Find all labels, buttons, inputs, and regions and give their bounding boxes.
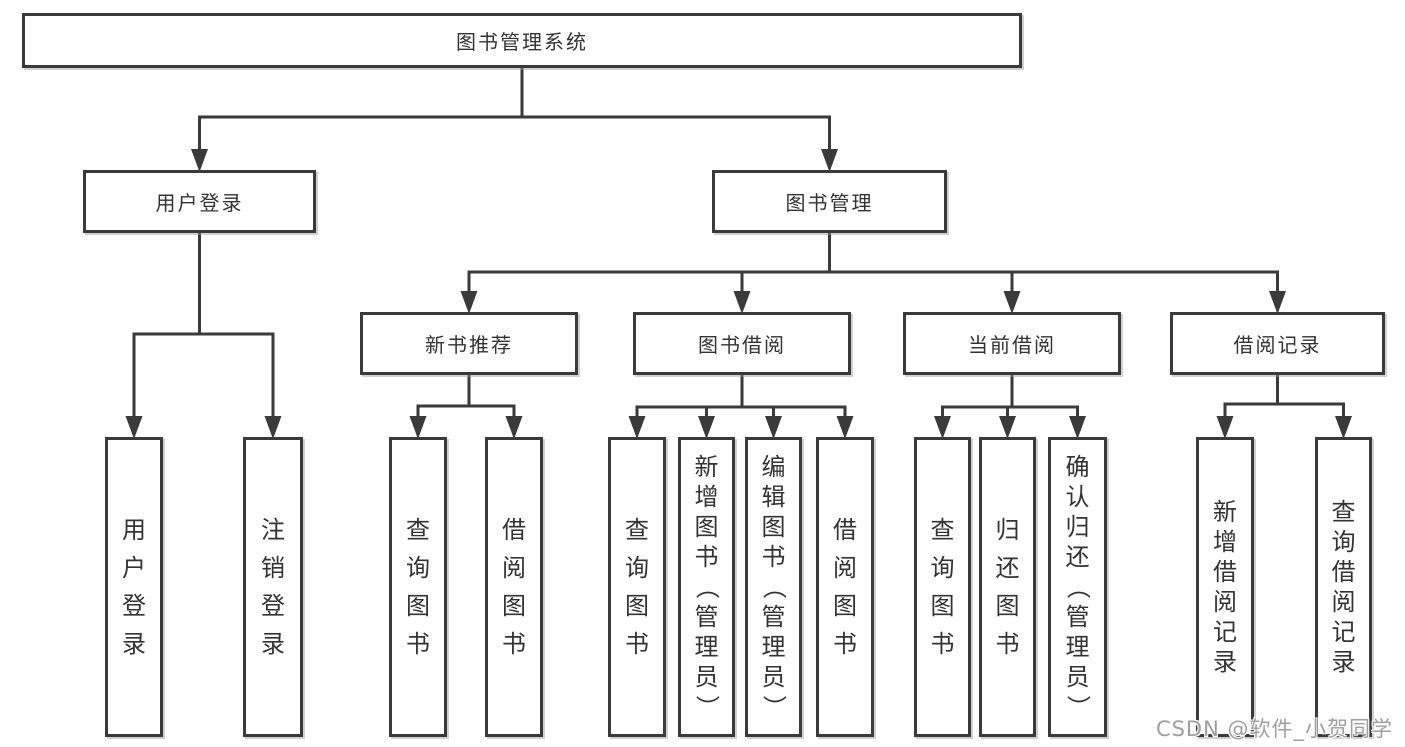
node-book-borrow: 图书借阅 [633,312,851,375]
node-label: 图书管理 [785,191,874,215]
node-label: 查询借阅记录 [1331,498,1356,676]
node-cb-confirm: 确认归还（管理员） [1048,437,1107,737]
node-label: 新增借阅记录 [1213,498,1237,676]
node-label: 用户登录 [155,191,244,215]
node-label: 查询图书 [406,516,430,658]
node-user-login: 用户登录 [83,170,316,233]
node-label: 归还图书 [995,516,1020,658]
node-bb-add: 新增图书（管理员） [678,437,735,737]
node-cb-return: 归还图书 [979,437,1036,737]
node-label: 确认归还（管理员） [1063,453,1092,719]
node-bb-query: 查询图书 [608,437,666,737]
node-current-borrow: 当前借阅 [903,312,1121,375]
node-root: 图书管理系统 [22,13,1022,68]
node-label: 图书借阅 [698,333,786,357]
node-label: 当前借阅 [968,333,1056,357]
node-label: 注销登录 [261,516,285,658]
node-label: 图书管理系统 [456,30,588,54]
node-label: 借阅图书 [502,516,526,658]
node-cb-query: 查询图书 [914,437,971,737]
node-label: 借阅记录 [1233,333,1322,357]
node-nb-borrow: 借阅图书 [485,437,543,737]
node-bb-edit: 编辑图书（管理员） [745,437,802,737]
node-label: 查询图书 [625,516,649,658]
node-label: 查询图书 [930,516,955,658]
node-book-mgmt: 图书管理 [712,170,947,233]
node-label: 新增图书（管理员） [692,453,721,719]
node-ul-login: 用户登录 [105,437,163,737]
node-nb-query: 查询图书 [389,437,447,737]
node-br-add: 新增借阅记录 [1196,437,1254,737]
node-label: 新书推荐 [425,333,513,357]
node-label: 编辑图书（管理员） [759,453,788,719]
node-label: 用户登录 [122,516,146,658]
node-label: 借阅图书 [833,516,857,658]
node-bb-borrow: 借阅图书 [816,437,874,737]
watermark: CSDN @软件_小贺同学 [1155,717,1393,741]
node-ul-logout: 注销登录 [243,437,303,737]
node-br-query: 查询借阅记录 [1315,437,1372,737]
node-borrow-records: 借阅记录 [1170,312,1385,375]
node-new-book-rec: 新书推荐 [360,312,578,375]
